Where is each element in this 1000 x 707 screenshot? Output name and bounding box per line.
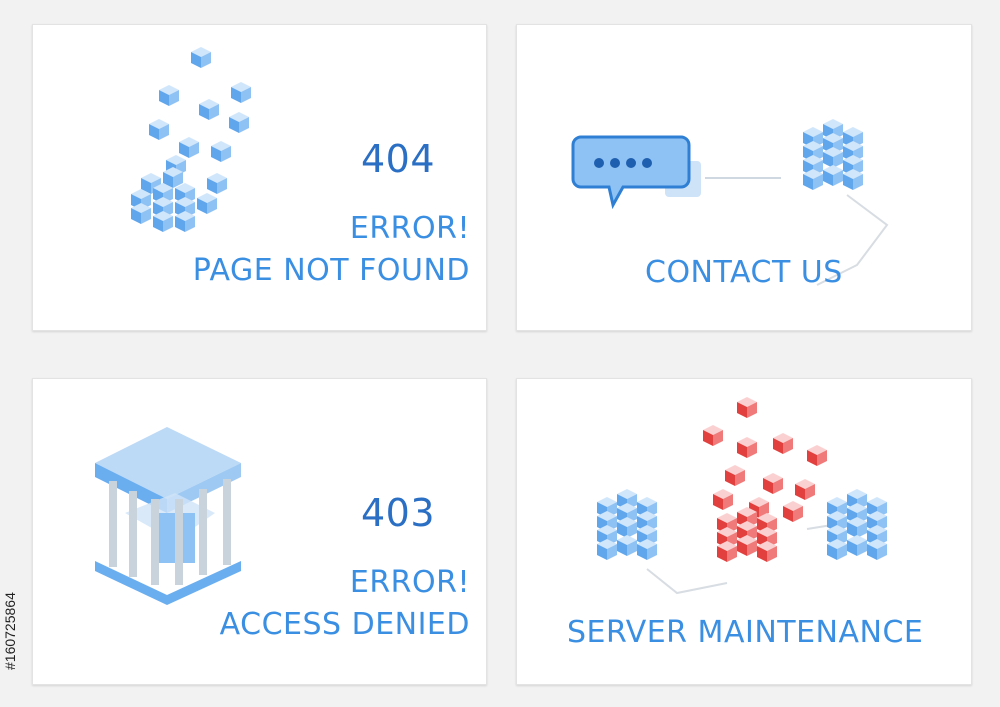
error-code: 404 [361,137,436,181]
error-message: ACCESS DENIED [219,607,470,642]
error-message: PAGE NOT FOUND [192,253,470,288]
stock-id-text: #160725864 [2,592,18,670]
scattered-cubes-icon [131,47,251,232]
error-title: ERROR! [349,565,470,600]
maintenance-label: SERVER MAINTENANCE [567,615,924,650]
connector-line-icon [705,177,889,286]
right-cube-stack-icon [827,489,887,560]
chat-bubble-icon [571,135,701,210]
page-not-found-card: 404 ERROR! PAGE NOT FOUND [32,24,487,331]
error-title: ERROR! [349,211,470,246]
caged-cube-icon [95,427,241,605]
contact-us-link[interactable]: CONTACT US [645,255,843,290]
server-maintenance-card: SERVER MAINTENANCE [516,378,972,685]
contact-us-card[interactable]: CONTACT US [516,24,972,331]
error-code: 403 [361,491,436,535]
cube-stack-icon [803,119,863,190]
access-denied-card: 403 ERROR! ACCESS DENIED [32,378,487,685]
